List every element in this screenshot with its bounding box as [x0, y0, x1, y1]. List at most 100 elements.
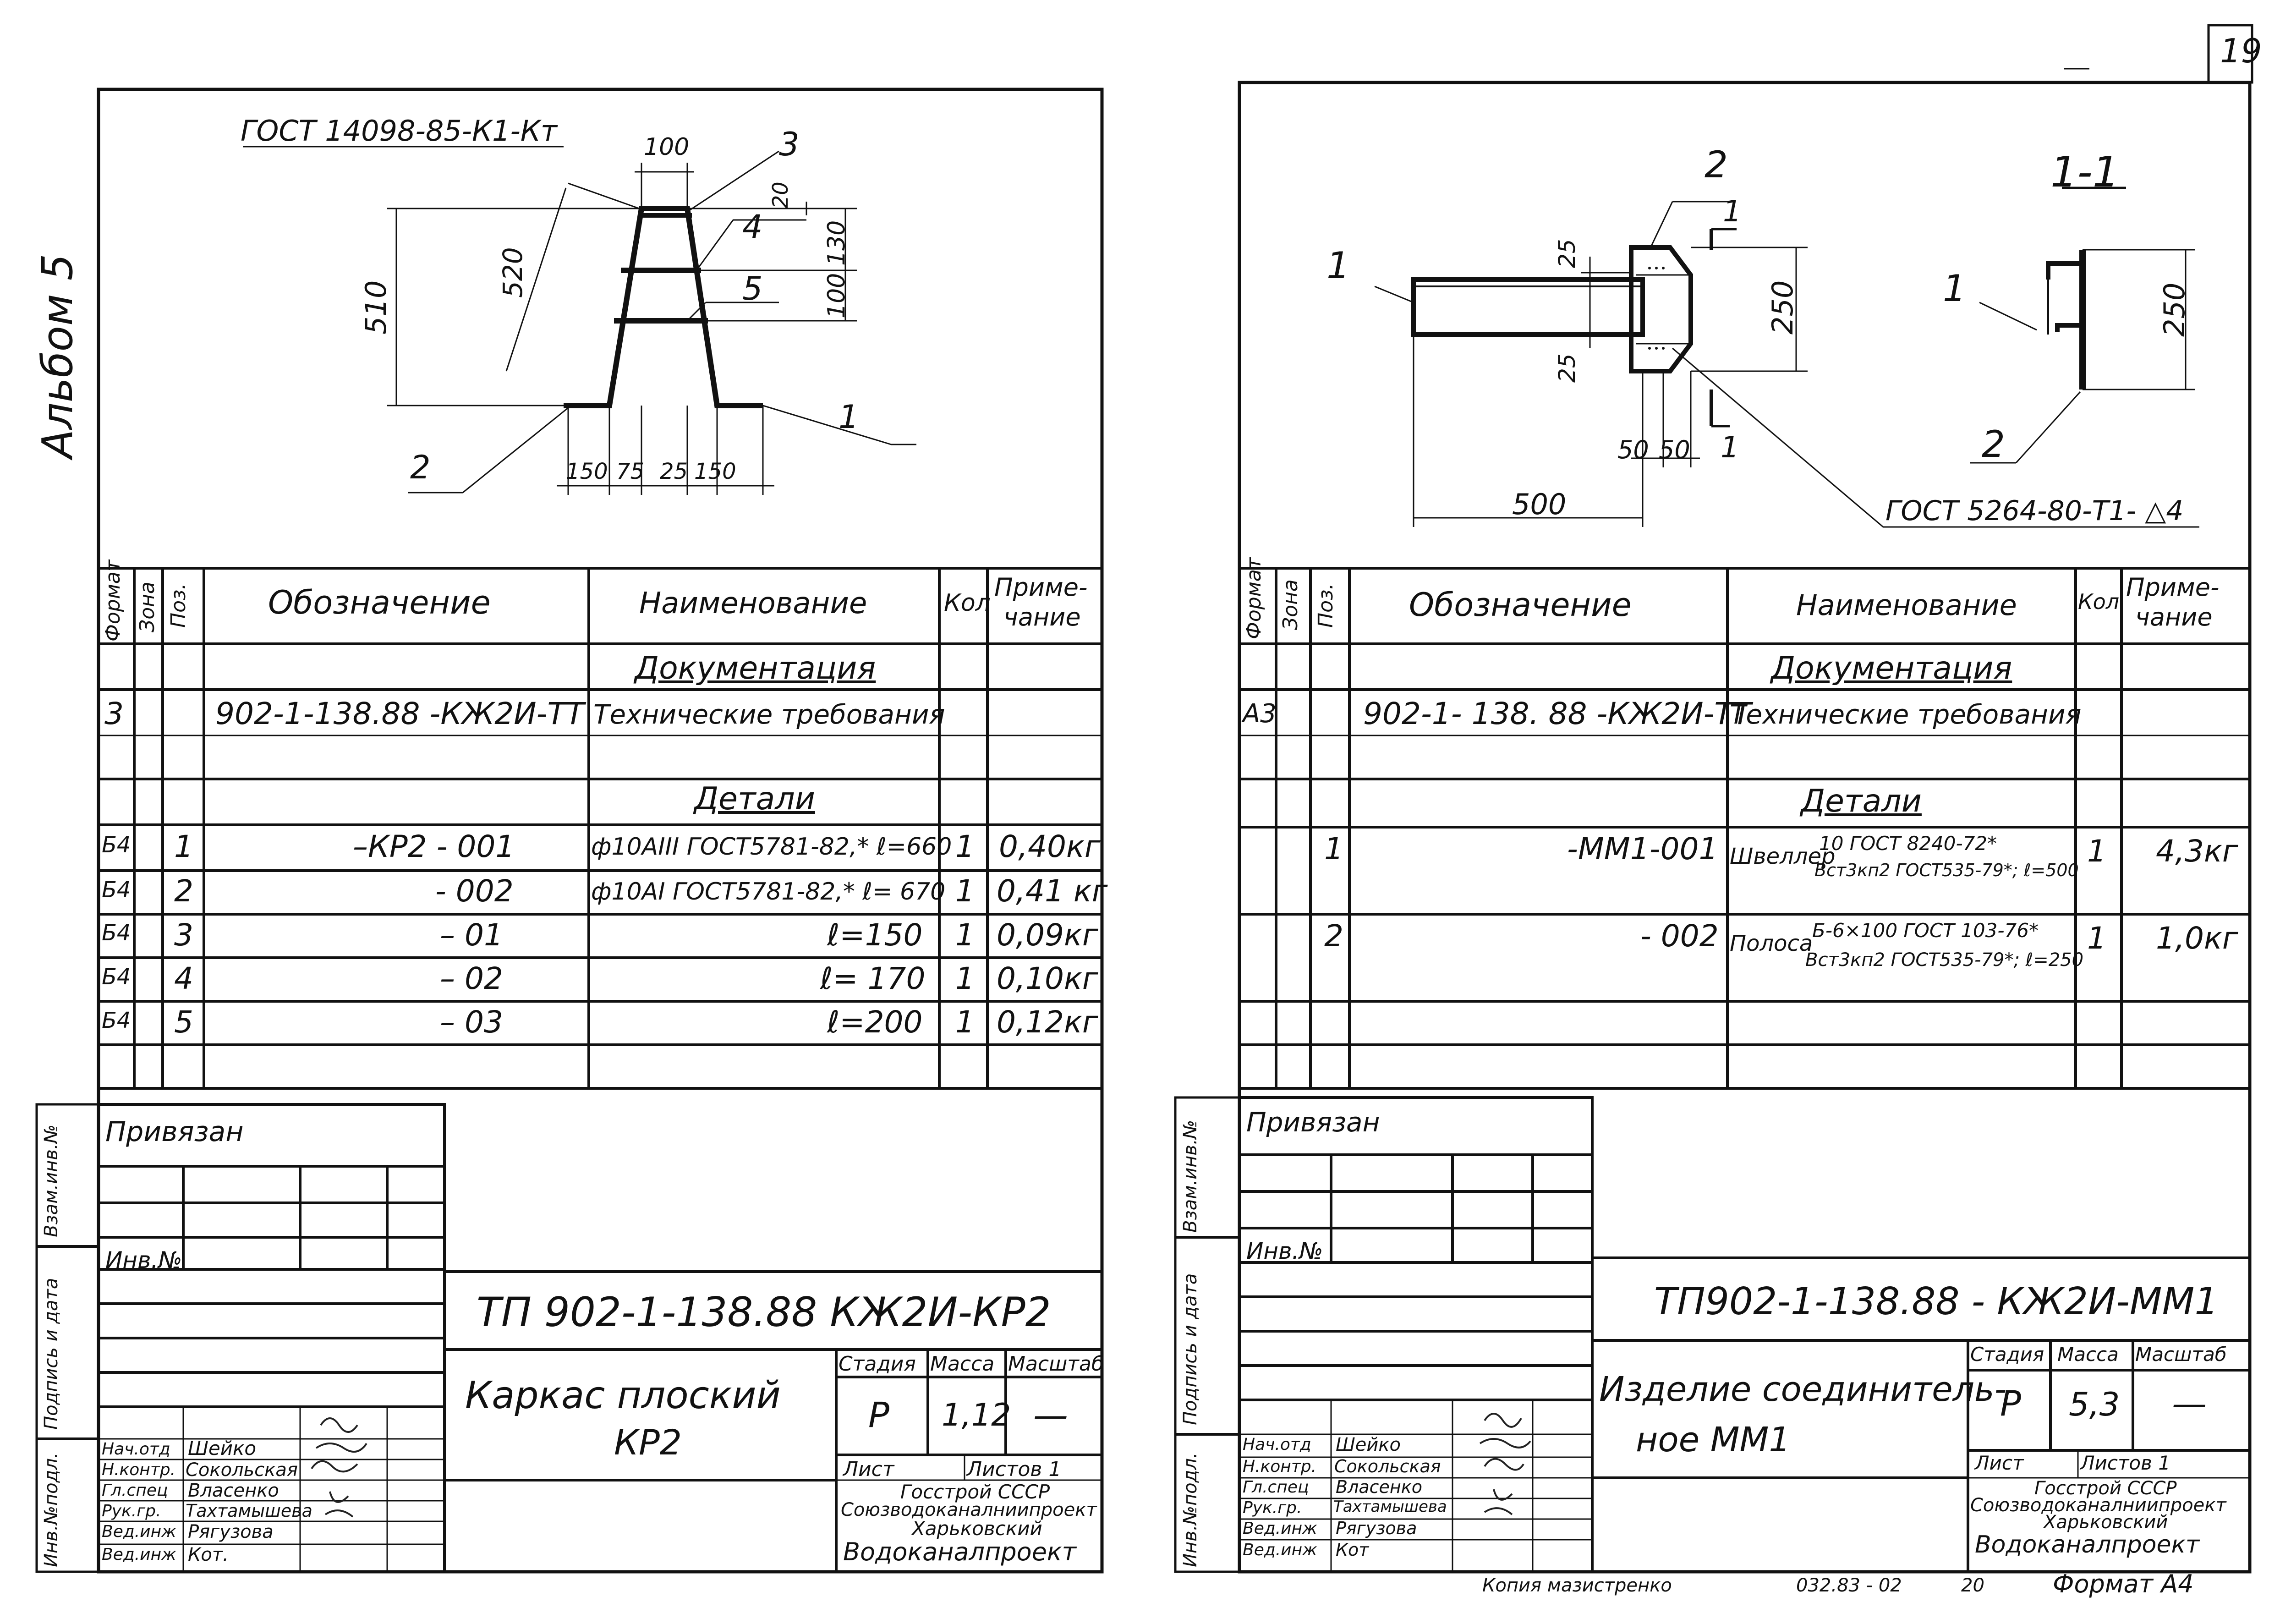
left-mass-label: Масса [930, 1352, 995, 1376]
right-signer-name: Сокольская [1334, 1456, 1441, 1476]
left-title-line2: КР2 [614, 1422, 682, 1463]
left-mass: 1,12 [942, 1397, 1011, 1433]
right-cut-b: 1 [1721, 431, 1739, 465]
left-hdr-designation: Обозначение [268, 584, 491, 621]
right-row-name-top: 10 ГОСТ 8240-72* [1819, 832, 1997, 855]
right-dim-500: 500 [1512, 488, 1567, 521]
page-number: 19 [2220, 32, 2262, 70]
right-row-name-top: Б-6×100 ГОСТ 103-76* [1812, 919, 2039, 942]
right-dim-25b: 25 [1554, 353, 1580, 383]
left-dim-25: 25 [660, 459, 688, 484]
right-row-designation: - 002 [1640, 918, 1719, 954]
left-pos-5: 5 [742, 270, 763, 307]
right-hdr-pos: Поз. [1314, 583, 1337, 628]
left-row-pos: 2 [174, 873, 193, 909]
left-row-format: Б4 [102, 964, 131, 990]
right-scale-label: Масштаб [2135, 1343, 2227, 1366]
left-row-pos: 1 [174, 829, 193, 864]
right-section-documentation: Документация [1771, 650, 2012, 686]
right-row-name-bottom: Вст3кп2 ГОСТ535-79*; ℓ=250 [1805, 949, 2084, 971]
left-row-name: ф10АIII ГОСТ5781-82,* ℓ=660 [591, 833, 952, 861]
left-signer-role: Вед.инж [102, 1545, 176, 1564]
left-stamp-inv-podl: Инв.№подл. [41, 1452, 62, 1567]
right-mass: 5,3 [2069, 1386, 2120, 1423]
left-org-4: Водоканалпроект [843, 1537, 1076, 1566]
right-gost-callout: ГОСТ 5264-80-Т1- △4 [1885, 495, 2184, 527]
right-row-note: 1,0кг [2156, 921, 2238, 956]
left-pos-4: 4 [742, 208, 763, 246]
left-org-2: Союзводоканалниипроект [841, 1499, 1097, 1520]
left-dim-100-top: 100 [644, 133, 690, 161]
right-signer-role: Н.контр. [1243, 1457, 1317, 1476]
right-signer-name: Шейко [1336, 1434, 1401, 1455]
right-row-qty: 1 [2087, 921, 2106, 956]
bottom-order: 032.83 - 02 [1796, 1575, 1902, 1596]
right-row-name-bottom: Вст3кп2 ГОСТ535-79*; ℓ=500 [1814, 860, 2079, 880]
left-row-qty: 1 [955, 1004, 975, 1040]
left-row-name: ℓ=200 [827, 1004, 923, 1040]
right-privyazan: Привязан [1246, 1107, 1380, 1138]
right-hdr-qty: Кол [2078, 589, 2120, 614]
right-hdr-name: Наименование [1796, 588, 2017, 622]
left-hdr-name: Наименование [639, 587, 867, 620]
left-stamp-vzam: Взам.инв.№ [41, 1124, 62, 1237]
left-hdr-zone: Зона [136, 582, 159, 632]
left-dim-75: 75 [616, 459, 645, 484]
right-hdr-designation: Обозначение [1409, 586, 1632, 624]
left-title-line1: Каркас плоский [465, 1374, 781, 1417]
left-signer-role: Вед.инж [102, 1522, 176, 1541]
right-stamp-vzam: Взам.инв.№ [1180, 1119, 1201, 1233]
right-signer-name: Тахтамышева [1333, 1498, 1447, 1516]
left-section-details: Детали [694, 781, 815, 817]
right-mass-label: Масса [2057, 1343, 2119, 1366]
left-row-pos: 3 [174, 917, 193, 953]
right-row-name-prefix: Швеллер [1730, 844, 1836, 869]
left-pos-2: 2 [410, 449, 431, 486]
right-row-note: 4,3кг [2156, 834, 2238, 869]
right-stage-label: Стадия [1970, 1343, 2044, 1366]
album-label: Альбом 5 [33, 253, 82, 458]
left-row-qty: 1 [955, 961, 975, 996]
right-signer-name: Кот [1336, 1540, 1369, 1560]
right-row-name-prefix: Полоса [1730, 931, 1813, 956]
bottom-copier: Копия мазистренко [1482, 1575, 1672, 1596]
right-row-designation: -ММ1-001 [1567, 831, 1718, 867]
right-inv-no: Инв.№ [1246, 1238, 1323, 1264]
left-signer-role: Рук.гр. [102, 1502, 161, 1520]
left-row-designation: – 03 [440, 1004, 503, 1040]
left-row-designation: 902-1-138.88 -КЖ2И-ТТ [215, 696, 585, 731]
left-scale-label: Масштаб [1008, 1352, 1104, 1376]
right-row-pos: 2 [1324, 918, 1343, 954]
right-scale: — [2172, 1383, 2207, 1424]
left-row-note: 0,40кг [999, 829, 1101, 864]
left-row-designation: – 02 [440, 961, 503, 996]
left-dim-520: 520 [497, 247, 528, 298]
right-org-1: Госстрой СССР [2034, 1478, 2177, 1499]
left-hdr-note-2: чание [1003, 603, 1081, 631]
right-hdr-note-1: Приме- [2126, 573, 2220, 602]
left-signer-name: Шейко [188, 1437, 257, 1459]
left-row-name: ℓ= 170 [820, 961, 926, 996]
left-dim-150b: 150 [694, 459, 736, 484]
right-hdr-format: Формат [1242, 557, 1266, 639]
left-row-format: Б4 [102, 920, 131, 946]
right-doc-code: ТП902-1-138.88 - КЖ2И-ММ1 [1654, 1280, 2219, 1323]
left-gost-callout: ГОСТ 14098-85-К1-Кт [241, 114, 558, 148]
right-dim-50a: 50 [1617, 435, 1649, 464]
right-dim-250-section: 250 [2158, 282, 2191, 337]
left-hdr-pos: Поз. [167, 583, 190, 628]
left-pos-1: 1 [839, 398, 859, 436]
left-org-1: Госстрой СССР [900, 1481, 1050, 1503]
right-org-4: Водоканалпроект [1975, 1531, 2200, 1558]
right-title-line1: Изделие соединитель- [1599, 1370, 2007, 1409]
right-signer-name: Власенко [1336, 1477, 1422, 1497]
right-stage: Р [2000, 1383, 2021, 1424]
left-stage: Р [868, 1394, 889, 1435]
left-row-qty: 1 [955, 829, 975, 864]
left-sheet-label: Лист [843, 1458, 894, 1481]
left-dim-100-side: 100 [823, 273, 850, 318]
left-hdr-format: Формат [101, 560, 125, 642]
right-signer-role: Вед.инж [1243, 1519, 1317, 1538]
left-row-format: Б4 [102, 1008, 131, 1033]
